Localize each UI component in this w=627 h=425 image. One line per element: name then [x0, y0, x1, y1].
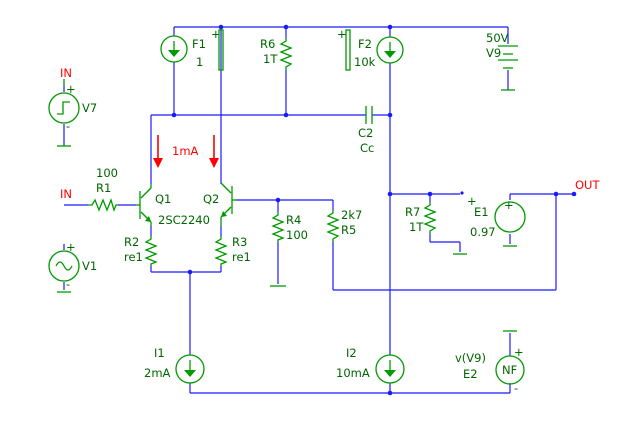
v7-name: V7 — [82, 101, 97, 115]
i2-value: 10mA — [336, 366, 370, 380]
e1-name: E1 — [474, 205, 489, 219]
f2-sense-bar — [345, 29, 351, 71]
r7-value: 1T — [409, 220, 424, 234]
v1-name: V1 — [82, 259, 97, 273]
r6-resistor-icon — [279, 38, 293, 70]
e2-plus: + — [514, 345, 524, 359]
out-port: OUT — [575, 178, 600, 192]
v1-minus: - — [66, 277, 70, 291]
e1-sense-plus: + — [467, 194, 477, 208]
in-port-mid: IN — [60, 187, 72, 201]
f2-name: F2 — [358, 37, 372, 51]
r7-name: R7 — [405, 205, 420, 219]
r5-name: R5 — [341, 223, 356, 237]
e1-sense-terminal — [460, 191, 464, 195]
r2-resistor-icon — [144, 236, 158, 266]
wires — [63, 26, 574, 394]
i1-current-source-icon — [175, 354, 205, 384]
r3-name: R3 — [232, 235, 247, 249]
v9-battery-icon — [498, 45, 518, 91]
r4-value: 100 — [286, 228, 308, 242]
r4-resistor-icon — [271, 212, 285, 242]
r6-value: 1T — [263, 52, 278, 66]
in-port-top: IN — [60, 66, 72, 80]
c2-capacitor-icon — [365, 106, 373, 124]
i2-name: I2 — [346, 346, 357, 360]
current-arrow-right-icon — [209, 135, 219, 168]
f2-source-icon — [376, 36, 404, 64]
c2-value: Cc — [360, 141, 374, 155]
e2-nf-source-icon — [495, 355, 525, 385]
f2-plus: + — [337, 27, 347, 41]
v7-pulse-source-icon — [48, 92, 80, 124]
c2-name: C2 — [358, 126, 373, 140]
v1-plus: + — [66, 240, 76, 254]
r1-resistor-icon — [88, 198, 118, 212]
v9-name: V9 — [486, 46, 501, 60]
e2-name: E2 — [463, 367, 478, 381]
e2-symbol: NF — [502, 363, 517, 377]
current-annotation: 1mA — [172, 144, 199, 158]
r4-name: R4 — [286, 213, 301, 227]
r5-value: 2k7 — [341, 208, 362, 222]
f1-name: F1 — [192, 37, 206, 51]
r6-name: R6 — [260, 37, 275, 51]
r2-value: re1 — [124, 250, 143, 264]
e1-plus: + — [504, 198, 514, 212]
f1-plus: + — [211, 27, 221, 41]
q1-name: Q1 — [155, 192, 171, 206]
r7-resistor-icon — [423, 202, 437, 234]
e2-value: v(V9) — [455, 351, 486, 365]
f1-value: 1 — [196, 55, 203, 69]
r1-value: 100 — [96, 166, 118, 180]
e1-value: 0.97 — [470, 225, 496, 239]
v9-value: 50V — [486, 31, 509, 45]
current-arrow-left-icon — [153, 135, 163, 168]
r5-resistor-icon — [326, 210, 340, 242]
q2-model: 2SC2240 — [158, 213, 210, 227]
f1-source-icon — [160, 35, 188, 63]
q1-transistor-icon — [136, 184, 152, 226]
f2-value: 10k — [354, 55, 376, 69]
i2-current-source-icon — [375, 354, 405, 384]
v7-minus: - — [66, 119, 70, 133]
r2-name: R2 — [124, 235, 139, 249]
e1-controlled-source-icon — [494, 201, 526, 233]
junctions — [171, 24, 577, 396]
r1-name: R1 — [96, 181, 111, 195]
e2-minus: - — [514, 381, 518, 395]
r3-resistor-icon — [214, 236, 228, 266]
i1-value: 2mA — [144, 366, 171, 380]
r3-value: re1 — [232, 250, 251, 264]
q2-name: Q2 — [203, 192, 219, 206]
v7-plus: + — [66, 82, 76, 96]
v1-sine-source-icon — [48, 250, 80, 282]
i1-name: I1 — [154, 346, 165, 360]
q2-transistor-icon — [220, 182, 236, 226]
f1-sense-bar — [218, 29, 224, 71]
